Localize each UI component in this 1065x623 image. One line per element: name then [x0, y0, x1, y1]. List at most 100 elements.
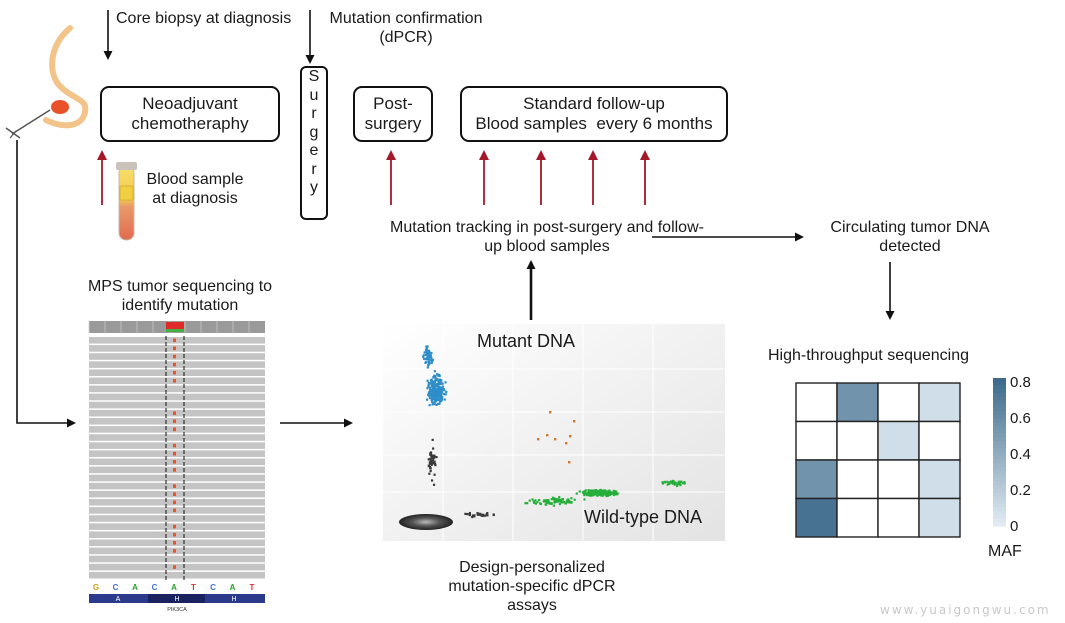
wildtype-droplet [597, 491, 601, 495]
wildtype-droplet [612, 493, 615, 497]
negative-droplet [480, 514, 483, 517]
wildtype-droplet [597, 489, 600, 492]
surgery-letter: r [311, 160, 317, 178]
red-arrows [97, 150, 650, 205]
heatmap-cell [918, 382, 961, 423]
arrow-left-to-mps [16, 140, 76, 428]
wildtype-droplet [544, 503, 547, 506]
heatmap-cell [918, 420, 961, 461]
mutant-droplet [431, 389, 434, 392]
wildtype-droplet [552, 504, 556, 507]
neoadjuvant-box: Neoadjuvant chemotheraphy [100, 86, 280, 142]
wildtype-droplet [555, 499, 559, 502]
mutant-base [173, 549, 176, 553]
mutant-base [173, 354, 176, 359]
wildtype-droplet [548, 502, 551, 505]
mutant-base [173, 500, 176, 505]
mutant-droplet [427, 385, 430, 388]
wildtype-droplet [614, 492, 617, 496]
mutant-droplet [426, 354, 429, 358]
heatmap-cell [836, 459, 879, 500]
wildtype-droplet [683, 481, 686, 484]
reference-base: G [93, 583, 99, 592]
mutant-dna-label: Mutant DNA [477, 331, 575, 351]
wildtype-droplet [681, 482, 685, 485]
negative-droplet [471, 515, 474, 519]
surgery-letter: S [308, 68, 320, 85]
wildtype-droplet [542, 500, 545, 503]
wildtype-droplet [568, 501, 571, 504]
wildtype-droplet [586, 494, 589, 497]
wildtype-droplet [567, 498, 570, 501]
mutant-base [173, 541, 176, 545]
mutant-droplet [436, 390, 439, 393]
wildtype-droplet [587, 491, 590, 494]
mutant-droplet [433, 397, 436, 400]
wildtype-droplet [601, 493, 604, 496]
wildtype-droplet [557, 500, 560, 503]
negative-droplet [431, 462, 434, 465]
mutant-droplet [437, 389, 440, 392]
wildtype-droplet [679, 483, 682, 487]
mutant-droplet [426, 387, 429, 390]
negative-droplet [468, 513, 472, 517]
mutant-base [173, 419, 176, 424]
mutant-droplet [431, 358, 435, 362]
mutant-droplet [434, 393, 438, 396]
mutant-droplet [430, 351, 433, 355]
wildtype-droplet [593, 492, 596, 495]
mutant-droplet [444, 381, 447, 384]
mutation-marker [166, 322, 184, 329]
mutant-droplet [425, 345, 428, 348]
wildtype-droplet [550, 498, 553, 501]
reference-base: C [210, 583, 216, 592]
wildtype-droplet [678, 482, 681, 485]
mutant-droplet [439, 392, 442, 395]
negative-droplet [428, 472, 431, 475]
negative-droplet [430, 463, 433, 466]
mutant-droplet [425, 398, 429, 401]
wildtype-droplet [599, 491, 603, 494]
mutant-droplet [433, 375, 436, 378]
colorbar-tick: 0 [1010, 518, 1018, 535]
wildtype-droplet [588, 491, 591, 494]
mutant-droplet [428, 394, 431, 397]
heatmap-cell [836, 382, 879, 423]
sequencing-read [89, 442, 265, 449]
heatmap-cell [836, 497, 879, 538]
mutant-droplet [440, 381, 443, 384]
wildtype-droplet [589, 494, 592, 497]
mutant-droplet [440, 391, 443, 394]
mutant-base [173, 532, 176, 537]
mutant-base [173, 492, 176, 496]
mutation-tracking-label: Mutation tracking in post-surgery and fo… [390, 219, 704, 255]
watermark: www.yuaigongwu.com [880, 603, 1051, 617]
wildtype-droplet [666, 480, 669, 483]
wildtype-droplet [677, 482, 680, 486]
mutant-droplet [431, 392, 434, 395]
sequencing-read [89, 369, 265, 376]
colorbar-tick: 0.6 [1010, 410, 1031, 427]
mutant-droplet [433, 383, 436, 386]
wildtype-droplet [599, 493, 602, 496]
wildtype-droplet [592, 493, 595, 496]
mutant-base [173, 460, 176, 464]
wildtype-droplet [584, 489, 587, 492]
mutant-droplet [429, 386, 432, 389]
wildtype-droplet [548, 501, 551, 504]
wildtype-droplet [558, 495, 561, 499]
mutant-droplet [438, 398, 441, 402]
double-positive-droplet [546, 434, 549, 437]
mutant-droplet [440, 382, 443, 385]
mutant-droplet [428, 349, 431, 353]
mutant-droplet [425, 357, 429, 360]
sequencing-read [89, 426, 265, 433]
mutant-droplet [438, 390, 442, 393]
mutant-base [173, 443, 176, 448]
mutant-droplet [424, 351, 427, 354]
mutant-droplet [434, 390, 437, 393]
negative-droplet [434, 464, 437, 467]
negative-droplet [432, 447, 435, 450]
mutant-droplet [423, 351, 426, 354]
